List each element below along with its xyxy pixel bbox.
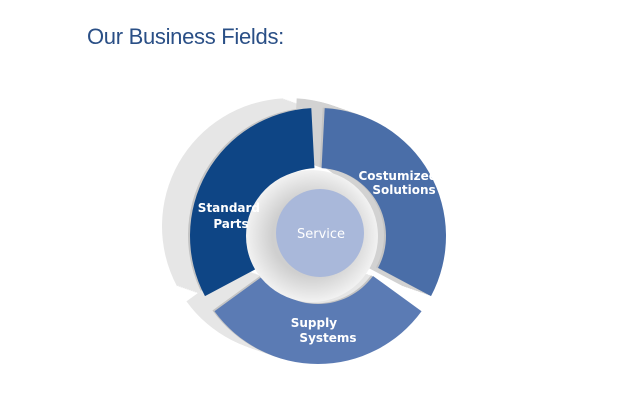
segment-label-costumized-solutions: Costumized Solutions xyxy=(359,169,442,197)
segment-standard-parts xyxy=(190,108,315,297)
segment-supply-systems xyxy=(214,275,422,365)
segment-label-standard-parts: Standard Parts xyxy=(198,201,264,231)
service-circle xyxy=(276,189,364,277)
service-label: Service xyxy=(297,227,345,242)
page-title: Our Business Fields: xyxy=(87,24,284,49)
segment-label-supply-systems: Supply Systems xyxy=(291,316,357,345)
segment-costumized-solutions xyxy=(321,108,446,297)
